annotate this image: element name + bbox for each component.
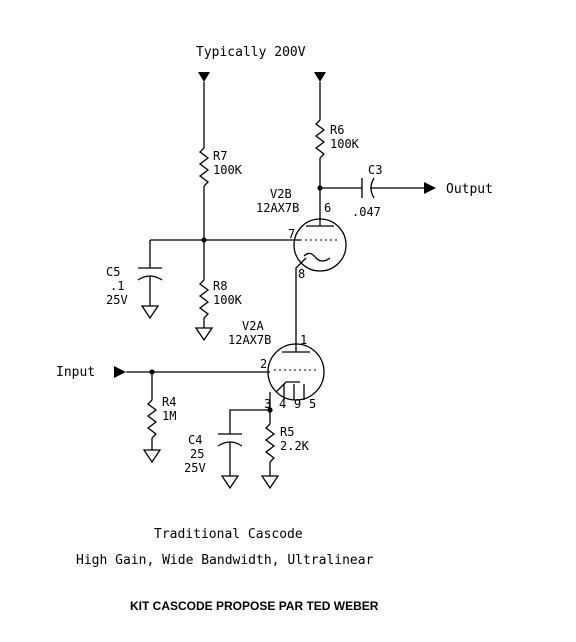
ground-icon-r5 [260,475,280,490]
v2b-ref: V2B [270,187,292,201]
r4-value: 1M [162,409,176,423]
caption-subtitle: High Gain, Wide Bandwidth, Ultralinear [76,553,374,568]
c4-value: 25 [190,447,204,461]
c4-voltage: 25V [184,461,206,475]
v2b-pin-plate: 6 [324,201,331,215]
c3-ref: C3 [368,163,382,177]
c3-value: .047 [352,205,381,219]
v2a-pin-9: 9 [294,397,301,411]
supply-arrow-right [314,72,326,82]
c5-ref: C5 [106,265,120,279]
v2a-pin-grid: 2 [260,357,267,371]
r6-value: 100K [330,137,360,151]
supply-arrow-left [198,72,210,82]
c5-capacitor [137,240,163,306]
r8-value: 100K [213,293,243,307]
output-label: Output [446,182,493,197]
v2a-pin-plate: 1 [300,333,307,347]
supply-label: Typically 200V [196,45,306,60]
output-arrow-icon [424,182,436,194]
r4-ref: R4 [162,395,176,409]
r7-ref: R7 [213,149,227,163]
v2a-tube [267,343,325,401]
v2b-pin-grid: 7 [288,227,295,241]
r8-resistor [198,279,210,328]
r5-resistor [264,410,276,476]
input-label: Input [56,365,95,380]
input-arrow-icon [114,366,126,378]
c4-capacitor [217,433,243,476]
r5-ref: R5 [280,425,294,439]
r7-branch-wires [198,82,210,280]
v2a-type: 12AX7B [228,333,271,347]
v2b-pin-cathode: 8 [298,267,305,281]
v2b-tube [293,216,347,272]
r6-ref: R6 [330,123,344,137]
r8-ref: R8 [213,279,227,293]
c5-value: .1 [110,279,124,293]
ground-icon-r8 [194,327,214,342]
r6-branch-wires [314,82,326,216]
ground-icon-c5 [140,305,160,320]
ground-icon-r4 [142,449,162,464]
v2b-type: 12AX7B [256,201,299,215]
r5-value: 2.2K [280,439,310,453]
caption-footer: KIT CASCODE PROPOSE PAR TED WEBER [130,599,379,613]
caption-title: Traditional Cascode [154,527,303,542]
c5-voltage: 25V [106,293,128,307]
ground-icon-c4 [220,475,240,490]
v2a-pin-4: 4 [279,397,286,411]
c4-ref: C4 [188,433,202,447]
r7-value: 100K [213,163,243,177]
v2a-pin-5: 5 [309,397,316,411]
r4-resistor [146,372,158,450]
v2a-pin-3: 3 [264,397,271,411]
v2a-ref: V2A [242,319,264,333]
